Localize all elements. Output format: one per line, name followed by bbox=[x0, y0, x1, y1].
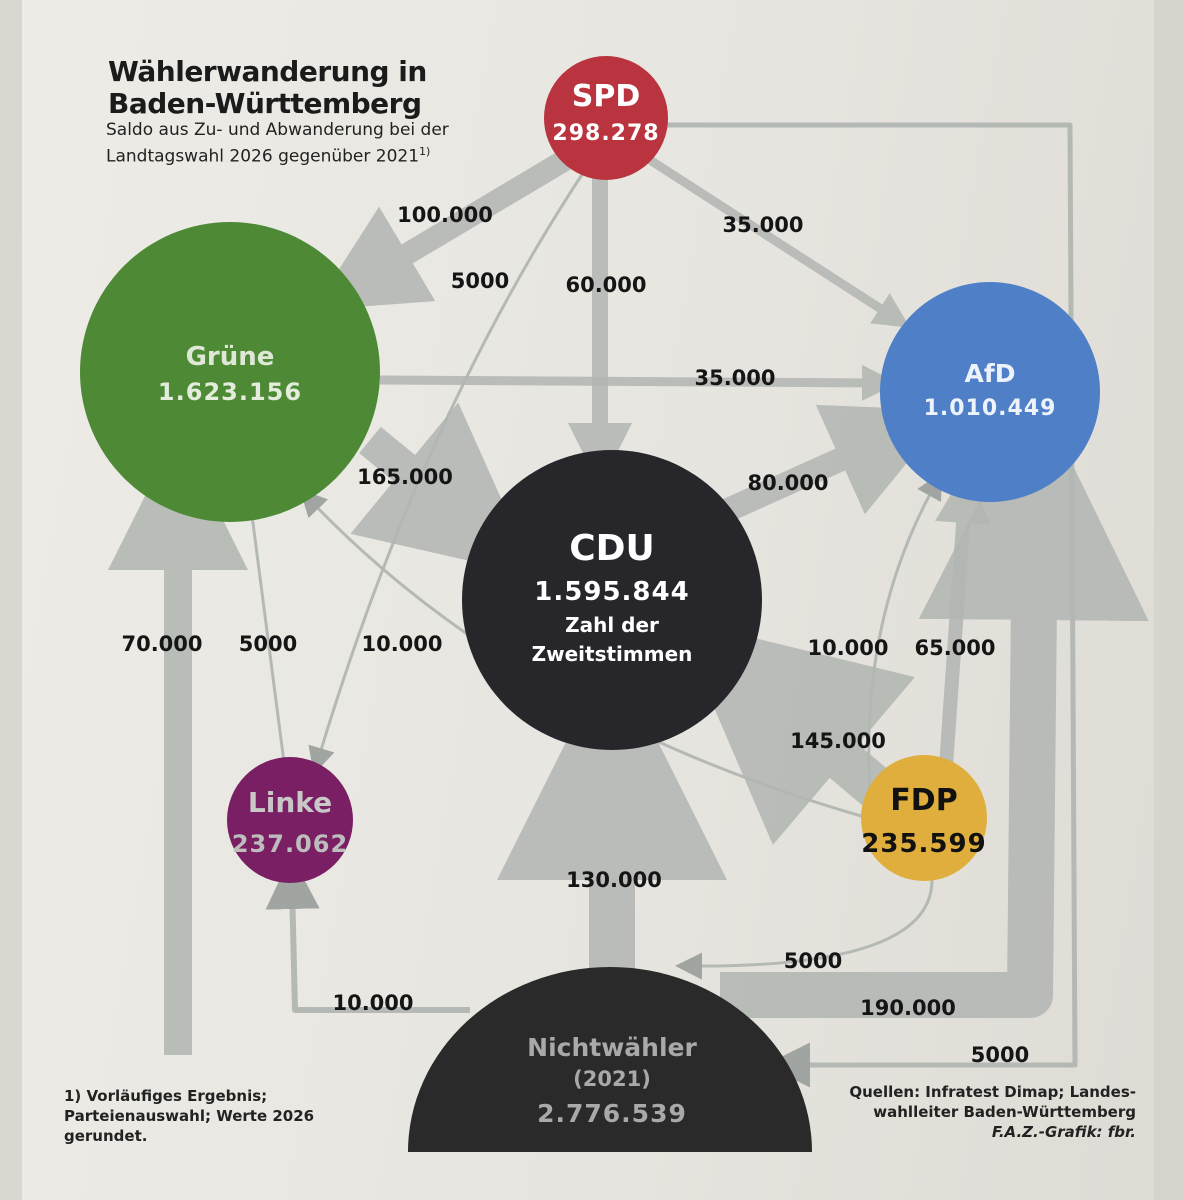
party-node-afd: AfD 1.010.449 bbox=[880, 282, 1100, 502]
flow-arrow bbox=[723, 404, 950, 521]
flow-label: 165.000 bbox=[357, 465, 453, 489]
party-circle-linke bbox=[227, 757, 353, 883]
flow-arrow bbox=[675, 879, 934, 980]
party-circles: SPD298.278Grüne1.623.156AfD1.010.449CDU1… bbox=[80, 56, 1100, 1152]
party-node-nichtwaehler: Nichtwähler (2021) 2.776.539 bbox=[408, 967, 812, 1152]
party-name: Grüne bbox=[186, 342, 275, 372]
title-line-2: Baden-Württemberg bbox=[108, 87, 422, 120]
party-votes: 235.599 bbox=[861, 829, 986, 859]
flow-label: 60.000 bbox=[565, 273, 646, 297]
party-circle-afd bbox=[880, 282, 1100, 502]
sources-line-1: Quellen: Infratest Dimap; Landes- bbox=[849, 1083, 1136, 1101]
subtitle-text: Saldo aus Zu- und Abwanderung bei der La… bbox=[106, 120, 449, 167]
party-votes: 2.776.539 bbox=[537, 1099, 687, 1128]
party-name: Linke bbox=[248, 786, 332, 819]
flow-labels: 100.000 5000 60.000 35.000 35.000 165.000 80.0… bbox=[121, 203, 1029, 1067]
sources: Quellen: Infratest Dimap; Landes- wahlle… bbox=[796, 1082, 1136, 1142]
flow-label: 145.000 bbox=[790, 729, 886, 753]
party-name: FDP bbox=[890, 783, 957, 818]
footnote: 1) Vorläufiges Ergebnis; Parteienauswahl… bbox=[64, 1087, 315, 1145]
party-circle-spd bbox=[544, 56, 668, 180]
party-name: AfD bbox=[965, 359, 1016, 388]
party-node-spd: SPD 298.278 bbox=[544, 56, 668, 180]
flow-arrow bbox=[720, 390, 1149, 1018]
flow-arrow bbox=[312, 150, 571, 311]
party-name: SPD bbox=[572, 79, 641, 114]
flow-label: 5000 bbox=[971, 1043, 1029, 1067]
flow-arrow bbox=[265, 855, 470, 1013]
party-node-linke: Linke 237.062 bbox=[227, 757, 353, 883]
flow-label: 5000 bbox=[239, 632, 297, 656]
graphic-subtitle: Saldo aus Zu- und Abwanderung bei der La… bbox=[106, 120, 486, 168]
flow-label: 80.000 bbox=[747, 471, 828, 495]
party-circle-fdp bbox=[861, 755, 987, 881]
flow-arrow bbox=[647, 156, 911, 328]
flow-label: 10.000 bbox=[332, 991, 413, 1015]
subtitle-footnote-mark: 1) bbox=[419, 145, 431, 158]
party-votes: 298.278 bbox=[552, 121, 659, 146]
party-node-gruene: Grüne 1.623.156 bbox=[80, 222, 380, 522]
flow-label: 10.000 bbox=[361, 632, 442, 656]
flow-arrow bbox=[676, 618, 916, 846]
party-circle-nichtwaehler bbox=[408, 967, 812, 1152]
party-votes: 1.595.844 bbox=[534, 577, 689, 607]
party-name: CDU bbox=[569, 528, 655, 569]
flow-arrow bbox=[238, 485, 287, 771]
flow-arrow bbox=[350, 402, 536, 576]
party-node-fdp: FDP 235.599 bbox=[861, 755, 987, 881]
flow-arrows bbox=[108, 122, 1149, 1088]
sources-line-2: wahlleiter Baden-Württemberg bbox=[873, 1103, 1136, 1121]
page-edge-right bbox=[1154, 0, 1184, 1200]
flow-label: 100.000 bbox=[397, 203, 493, 227]
party-circle-cdu bbox=[462, 450, 762, 750]
cdu-note-line-2: Zweitstimmen bbox=[532, 642, 693, 666]
flow-arrow bbox=[379, 364, 898, 401]
graphic-title: Wählerwanderung in Baden-Württemberg bbox=[108, 56, 427, 120]
nichtwaehler-note: (2021) bbox=[573, 1067, 651, 1091]
party-votes: 1.623.156 bbox=[158, 378, 302, 406]
cdu-note-line-1: Zahl der bbox=[565, 613, 659, 637]
flow-label: 10.000 bbox=[807, 636, 888, 660]
party-name: Nichtwähler bbox=[527, 1033, 697, 1062]
flow-label: 35.000 bbox=[722, 213, 803, 237]
flow-arrow bbox=[660, 122, 1078, 1088]
flow-label: 5000 bbox=[784, 949, 842, 973]
title-line-1: Wählerwanderung in bbox=[108, 55, 427, 88]
party-circle-gruene bbox=[80, 222, 380, 522]
flow-label: 190.000 bbox=[860, 996, 956, 1020]
graphic-credit: F.A.Z.-Grafik: fbr. bbox=[991, 1123, 1136, 1141]
flow-label: 65.000 bbox=[914, 636, 995, 660]
flow-label: 130.000 bbox=[566, 868, 662, 892]
flow-label: 70.000 bbox=[121, 632, 202, 656]
party-votes: 237.062 bbox=[232, 830, 348, 858]
flow-label: 5000 bbox=[451, 269, 509, 293]
flow-label: 35.000 bbox=[694, 366, 775, 390]
page-edge-left bbox=[0, 0, 22, 1200]
party-votes: 1.010.449 bbox=[924, 396, 1057, 421]
